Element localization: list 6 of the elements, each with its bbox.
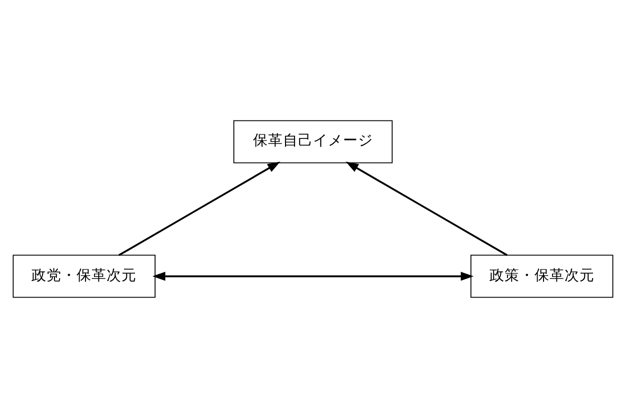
arrow <box>118 162 280 256</box>
node-box: 政党・保革次元 <box>12 254 156 298</box>
node-box: 政策・保革次元 <box>470 254 614 298</box>
arrow <box>346 162 508 256</box>
arrow <box>152 272 474 281</box>
node-box: 保革自己イメージ <box>233 120 393 164</box>
